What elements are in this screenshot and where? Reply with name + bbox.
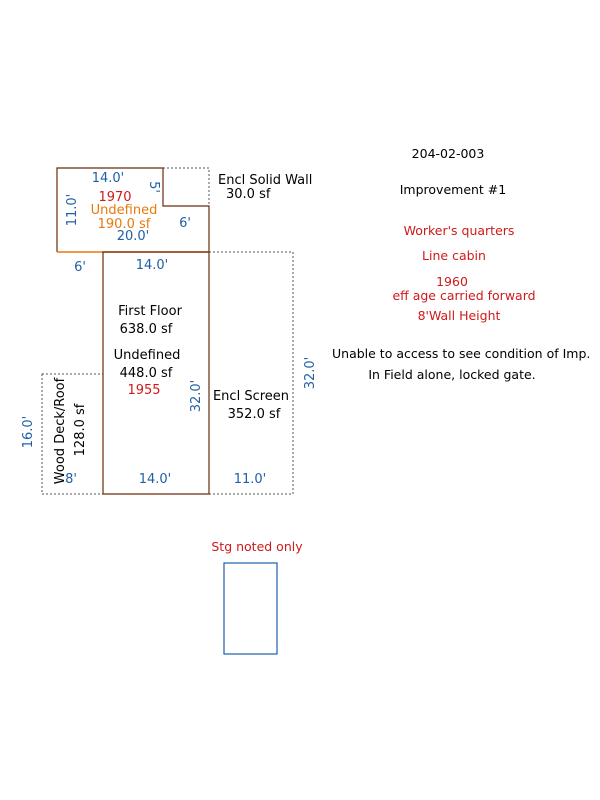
note-year: 1960: [436, 274, 468, 289]
parcel-id: 204-02-003: [411, 146, 485, 161]
note-line-cabin: Line cabin: [422, 248, 486, 263]
upper-area: 190.0 sf: [98, 217, 151, 232]
lower-dim-bottom: 14.0': [139, 472, 172, 487]
first-floor-name: First Floor: [118, 304, 182, 319]
lower-name: Undefined: [114, 348, 181, 363]
encl-solid-wall-name: Encl Solid Wall: [218, 173, 312, 188]
wood-deck-dim-left: 16.0': [21, 416, 36, 449]
wood-deck-dim-bottom: 8': [65, 472, 77, 487]
wood-deck-name: Wood Deck/Roof: [53, 377, 68, 484]
lower-dim-right: 32.0': [189, 380, 204, 413]
lower-dim-left-offset: 6': [74, 260, 86, 275]
lower-dim-top: 14.0': [136, 258, 169, 273]
wood-deck-area: 128.0 sf: [73, 403, 88, 456]
storage-box: [223, 562, 278, 655]
encl-solid-wall-outline: [163, 167, 210, 207]
upper-year: 1970: [98, 190, 131, 205]
note-eff-age: eff age carried forward: [392, 288, 536, 303]
upper-dim-bottom: 20.0': [117, 229, 150, 244]
encl-screen-name: Encl Screen: [213, 389, 289, 404]
upper-dim-top: 14.0': [92, 171, 125, 186]
lower-area: 448.0 sf: [120, 366, 173, 381]
note-workers-quarters: Worker's quarters: [403, 223, 515, 238]
note-wall-height: 8'Wall Height: [417, 308, 501, 323]
encl-screen-dim-right: 32.0': [303, 357, 318, 390]
encl-screen-dim-bottom: 11.0': [234, 472, 267, 487]
improvement-number: Improvement #1: [399, 182, 507, 197]
upper-dim-notch-h: 6': [179, 216, 191, 231]
encl-solid-wall-area: 30.0 sf: [226, 187, 271, 202]
note-locked-gate: In Field alone, locked gate.: [368, 367, 536, 382]
lower-year: 1955: [127, 383, 160, 398]
storage-note: Stg noted only: [211, 539, 303, 554]
upper-dim-left: 11.0': [65, 194, 80, 227]
first-floor-area: 638.0 sf: [120, 322, 173, 337]
upper-dim-notch-v: 5': [146, 181, 161, 193]
upper-name: Undefined: [91, 203, 158, 218]
encl-screen-area: 352.0 sf: [228, 407, 281, 422]
note-unable-access: Unable to access to see condition of Imp…: [332, 346, 591, 361]
upper-undefined-outline: [56, 167, 210, 252]
lower-undefined-outline: [102, 251, 210, 495]
encl-screen-outline: [208, 251, 294, 495]
